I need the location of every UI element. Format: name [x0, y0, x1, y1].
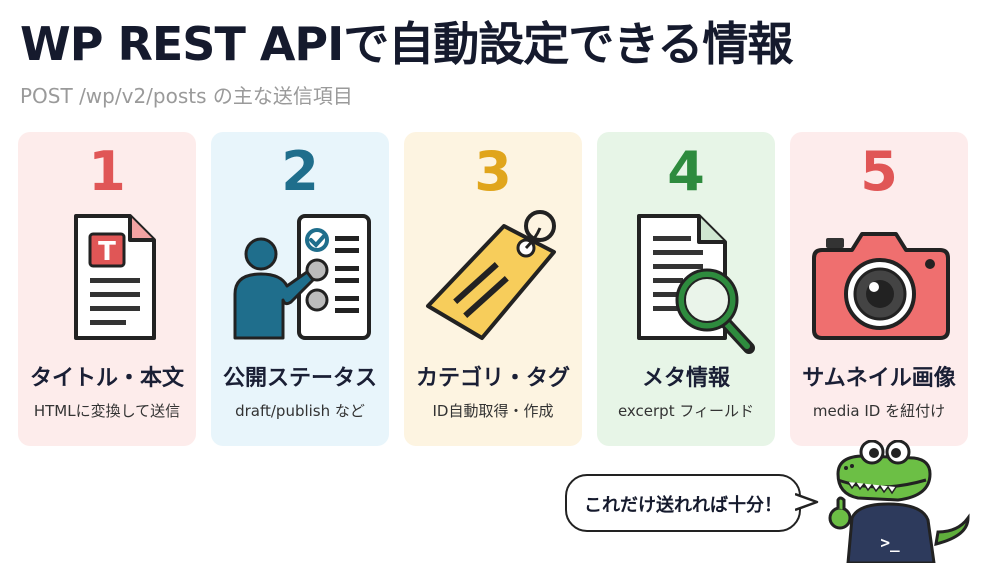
card-thumbnail: 5 サムネイル画像 media ID を紐付け [790, 132, 968, 446]
card-number: 1 [88, 140, 126, 203]
hoodie-text: >_ [880, 533, 900, 552]
card-publish-status: 2 公開ステータス draft/publish など [211, 132, 389, 446]
camera-icon [804, 206, 954, 478]
person-checklist-icon [225, 206, 375, 478]
speech-bubble: これだけ送れれば十分！ [565, 474, 819, 532]
card-meta-info: 4 メタ情報 excerpt フィールド [597, 132, 775, 446]
page-title: WP REST APIで自動設定できる情報 [20, 17, 793, 71]
document-icon: T [32, 206, 182, 478]
card-label: サムネイル画像 [802, 366, 956, 391]
card-label: メタ情報 [641, 366, 730, 391]
card-desc: ID自動取得・作成 [432, 402, 554, 420]
card-number: 4 [667, 140, 705, 203]
card-number: 5 [860, 140, 898, 203]
card-label: カテゴリ・タグ [415, 366, 570, 391]
tag-icon [418, 206, 568, 478]
card-title-body: 1 T タイトル・本文 HTMLに変換して送信 [18, 132, 196, 446]
page-subtitle: POST /wp/v2/posts の主な送信項目 [20, 84, 353, 108]
speech-text: これだけ送れれば十分！ [584, 495, 782, 516]
card-label: タイトル・本文 [29, 366, 184, 391]
card-desc: draft/publish など [235, 402, 365, 420]
speech-bubble-tail [795, 492, 819, 512]
card-desc: media ID を紐付け [812, 402, 946, 420]
svg-text:T: T [98, 237, 116, 267]
card-number: 3 [474, 140, 512, 203]
card-category-tag: 3 カテゴリ・タグ ID自動取得・作成 [404, 132, 582, 446]
card-number: 2 [281, 140, 319, 203]
card-desc: excerpt フィールド [617, 402, 755, 420]
card-label: 公開ステータス [222, 366, 377, 391]
card-desc: HTMLに変換して送信 [33, 402, 181, 420]
crocodile-mascot-icon: >_ [818, 439, 978, 565]
magnifier-document-icon [611, 206, 761, 478]
